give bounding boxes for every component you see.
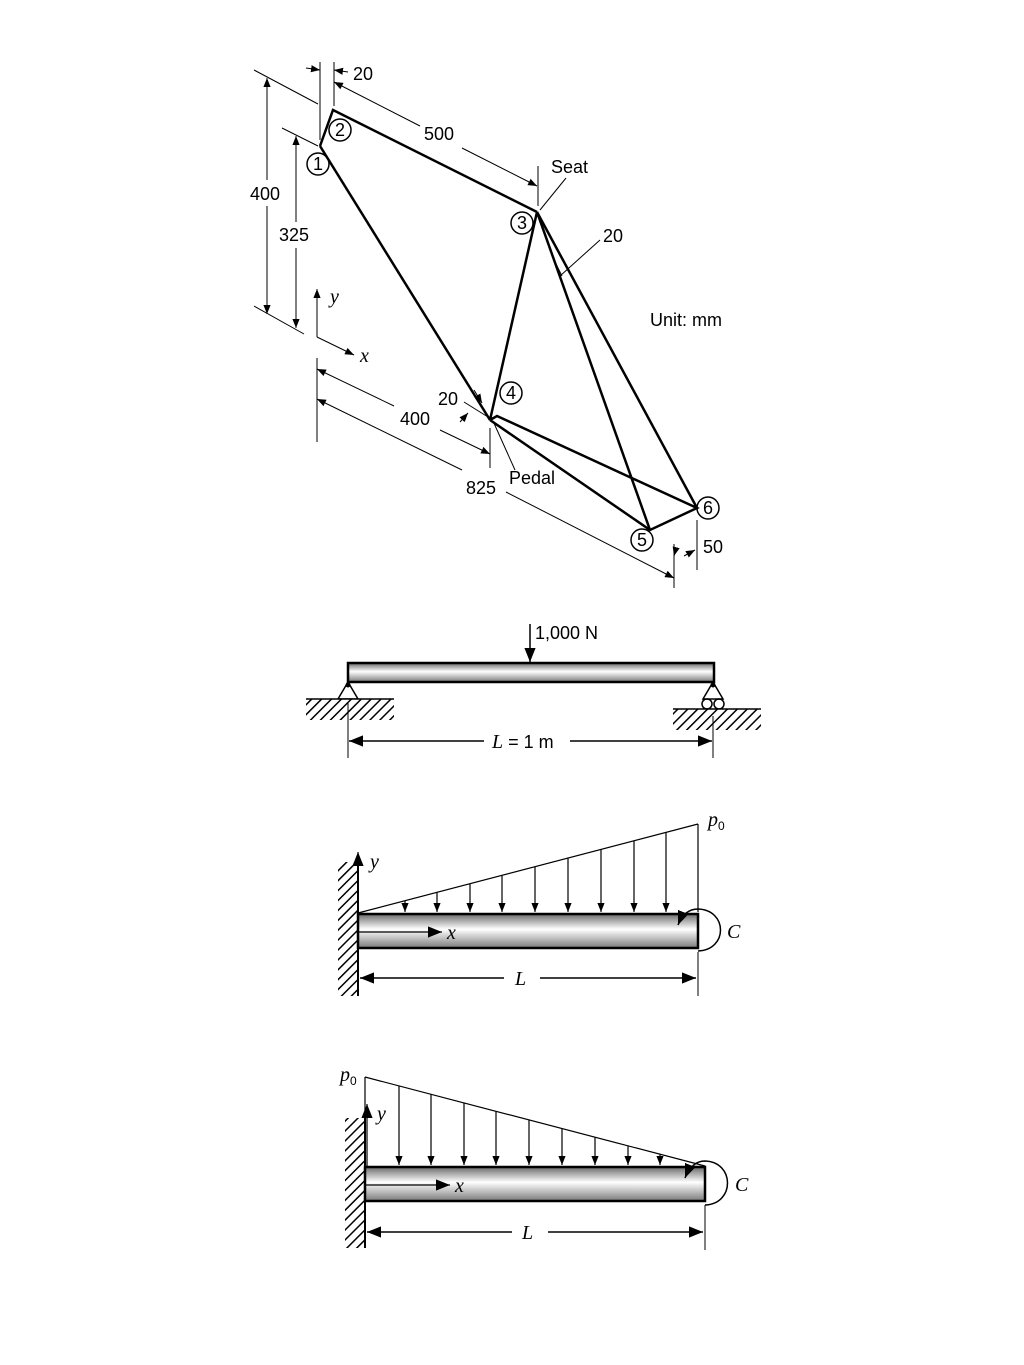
seat-label: Seat [539, 157, 588, 211]
svg-text:5: 5 [637, 530, 647, 550]
svg-text:L: L [521, 1222, 533, 1244]
roller-support [673, 680, 761, 730]
svg-text:C: C [735, 1174, 749, 1196]
dimension-50: 50 [672, 520, 723, 570]
distributed-load-arrows [395, 1085, 664, 1165]
simple-beam-figure: 1,000 N L = 1 m [306, 623, 761, 758]
svg-text:50: 50 [703, 537, 723, 557]
svg-text:6: 6 [703, 498, 713, 518]
cantilever-decreasing-figure: p0 y x C L [338, 1064, 749, 1250]
beam-axes: y x [361, 1103, 464, 1197]
svg-text:2: 2 [335, 120, 345, 140]
load-intensity-label: p0 [338, 1064, 357, 1088]
svg-text:L: L [514, 968, 526, 990]
svg-text:20: 20 [603, 226, 623, 246]
svg-text:400: 400 [250, 184, 280, 204]
unit-label: Unit: mm [650, 310, 722, 330]
svg-text:C: C [727, 921, 741, 943]
dimension-825: 825 [316, 398, 675, 588]
bicycle-frame-figure: 1 2 3 4 5 6 [248, 62, 723, 588]
dimension-400-left: 400 [248, 69, 319, 335]
simple-beam [346, 661, 716, 684]
svg-text:500: 500 [424, 124, 454, 144]
svg-text:400: 400 [400, 409, 430, 429]
node-1: 1 [306, 152, 330, 176]
dimension-20-pedal: 20 [438, 389, 489, 423]
dimension-500: 500 [333, 78, 539, 206]
frame-axes: y x [313, 286, 369, 367]
svg-text:4: 4 [506, 383, 516, 403]
svg-text:y: y [375, 1103, 386, 1125]
pin-support [306, 680, 394, 720]
svg-text:x: x [446, 922, 456, 944]
frame-axis-y-label: y [328, 286, 339, 308]
node-2: 2 [328, 118, 352, 142]
load-envelope [364, 1076, 706, 1167]
node-4: 4 [499, 381, 523, 405]
svg-text:325: 325 [279, 225, 309, 245]
beam-axes: y x [352, 851, 456, 944]
cantilever-increasing-figure: p0 y x C L [338, 809, 741, 996]
svg-text:20: 20 [353, 64, 373, 84]
node-5: 5 [630, 528, 654, 552]
load-envelope [357, 823, 699, 914]
svg-text:1,000 N: 1,000 N [535, 623, 598, 643]
dimension-400-bottom: 400 [316, 358, 491, 468]
distributed-load-arrows [401, 832, 670, 912]
dimension-20-seat: 20 [555, 226, 623, 277]
dimension-325: 325 [276, 127, 319, 328]
svg-text:3: 3 [517, 213, 527, 233]
cantilever-beam [363, 1165, 707, 1203]
svg-text:y: y [368, 851, 379, 873]
node-markers: 1 2 3 4 5 6 [306, 118, 720, 552]
end-moment: C [677, 908, 741, 952]
end-moment: C [684, 1160, 749, 1206]
point-load-arrow: 1,000 N [524, 623, 598, 662]
svg-text:20: 20 [438, 389, 458, 409]
length-dimension: L = 1 m [347, 702, 714, 758]
cantilever-beam [356, 912, 700, 950]
beam-length-dimension: L [360, 952, 699, 996]
frame-members [318, 108, 700, 532]
svg-text:Seat: Seat [551, 157, 588, 177]
node-6: 6 [696, 496, 720, 520]
frame-axis-x-label: x [359, 345, 369, 367]
svg-text:1: 1 [313, 154, 323, 174]
beam-length-dimension: L [367, 1205, 706, 1250]
node-3: 3 [510, 211, 534, 235]
fixed-wall [345, 1118, 365, 1248]
svg-text:Pedal: Pedal [509, 468, 555, 488]
fixed-wall [338, 862, 358, 996]
pedal-label: Pedal [492, 420, 555, 488]
svg-text:x: x [454, 1175, 464, 1197]
load-intensity-label: p0 [706, 809, 725, 833]
svg-text:825: 825 [466, 478, 496, 498]
length-label: L = 1 m [491, 731, 554, 753]
